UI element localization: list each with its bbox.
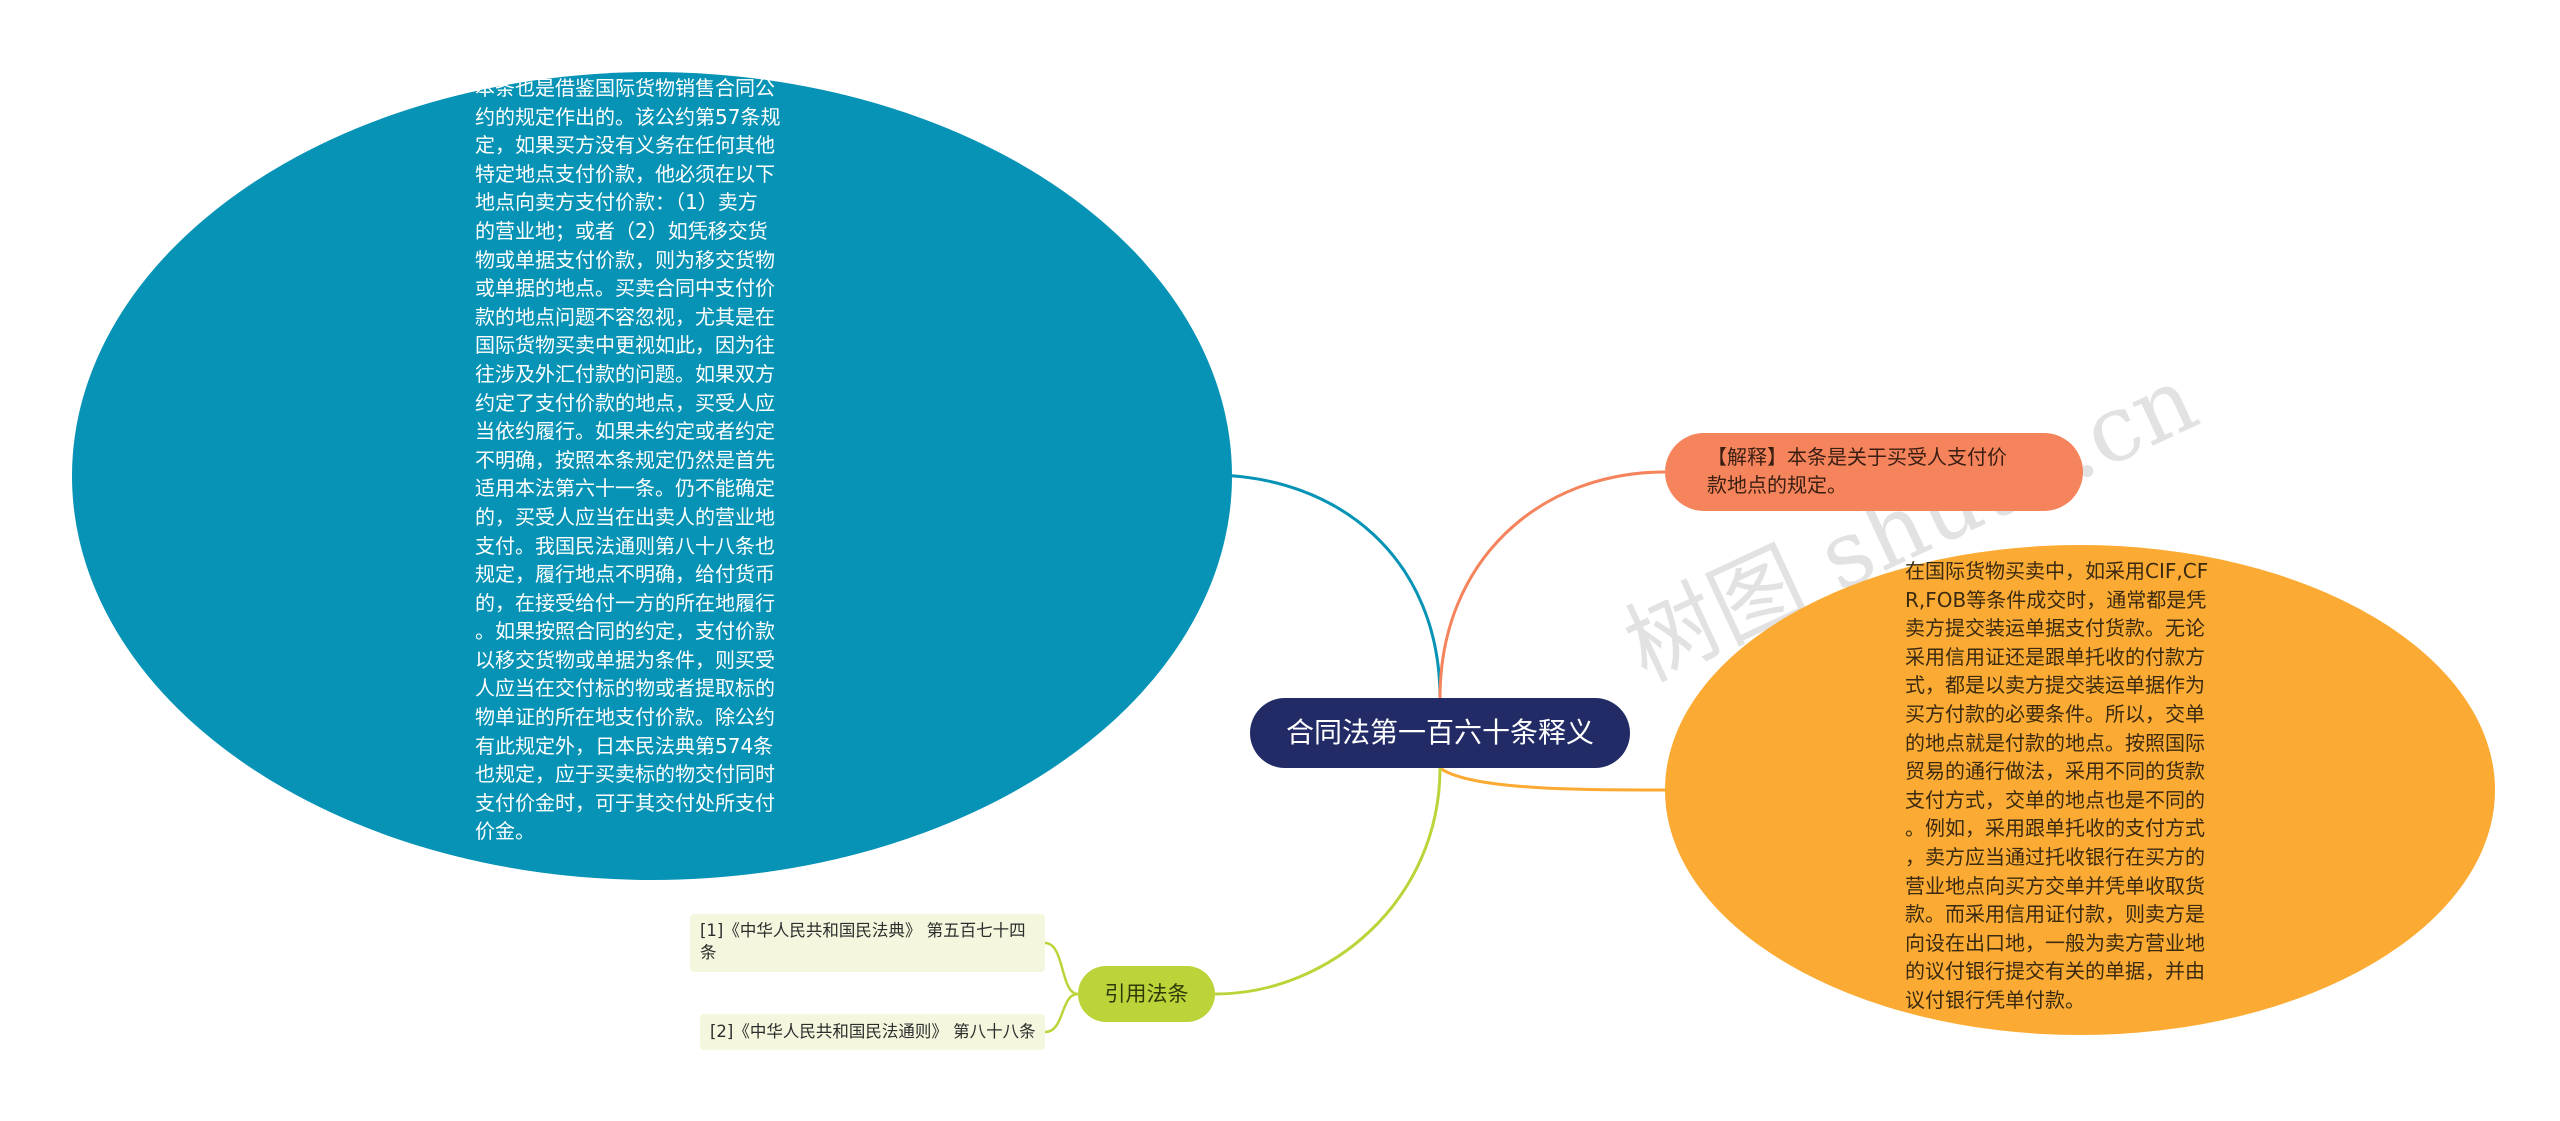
trade-node-shape[interactable] [1665, 545, 2495, 1035]
convention-node-text: 本条也是借鉴国际货物销售合同公 约的规定作出的。该公约第57条规 定，如果买方没… [475, 76, 781, 844]
link-to-note [1438, 470, 1666, 699]
link-to-trade [1439, 766, 1668, 792]
citation-item[interactable]: [1]《中华人民共和国民法典》 第五百七十四 条 [690, 914, 1045, 972]
link-to-ref-2 [1044, 992, 1079, 1034]
central-topic-node[interactable]: 合同法第一百六十条释义 [1250, 698, 1630, 768]
convention-node-shape[interactable] [72, 72, 1232, 880]
explanation-note-node[interactable]: 【解释】本条是关于买受人支付价 款地点的规定。 [1665, 433, 2083, 511]
citations-node[interactable]: 引用法条 [1078, 966, 1215, 1022]
link-to-citations [1214, 767, 1442, 996]
link-to-convention [1209, 473, 1442, 699]
trade-node-text: 在国际货物买卖中，如采用CIF,CF R,FOB等条件成交时，通常都是凭 卖方提… [1905, 559, 2209, 1012]
citation-item[interactable]: [2]《中华人民共和国民法通则》 第八十八条 [700, 1014, 1045, 1050]
link-to-ref-1 [1044, 941, 1079, 996]
